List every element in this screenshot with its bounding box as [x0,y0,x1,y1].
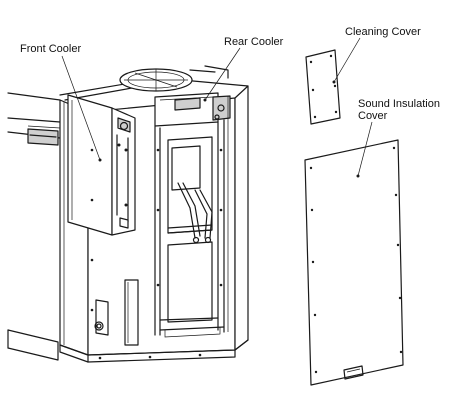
rear-cooler-label: Rear Cooler [224,36,284,48]
lower-left-features [90,148,139,346]
leader-lines [61,37,373,178]
rear-cooler-opening [154,92,231,338]
cleaning-cover-panel [305,49,341,125]
front-cooler-label: Front Cooler [20,43,82,55]
front-cooler-panel [67,94,136,236]
sound-insulation-label-line1: Sound Insulation [358,98,440,110]
top-fan [119,65,229,92]
left-frame [7,92,61,361]
cleaning-cover-label: Cleaning Cover [345,26,421,38]
sound-insulation-cover-panel [304,139,404,386]
sound-insulation-label-line2: Cover [358,110,388,122]
